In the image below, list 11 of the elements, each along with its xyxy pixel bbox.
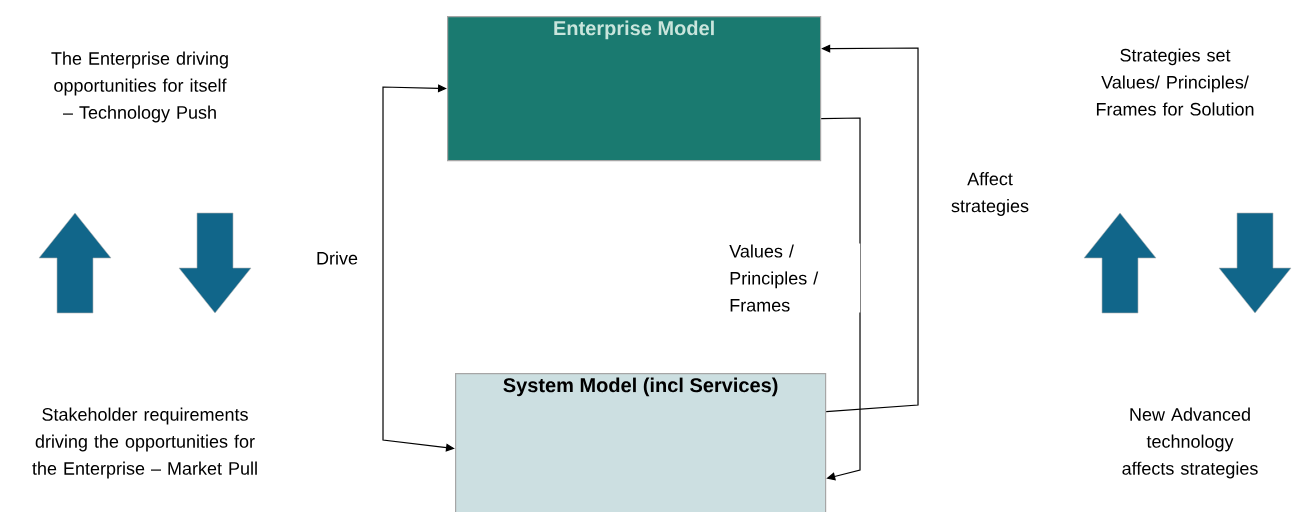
note-text: Stakeholder requirements driving the opportunities for the Enterprise – Market Pull xyxy=(32,407,257,479)
note-text: The Enterprise driving opportunities for itself – Technology Push xyxy=(51,51,228,123)
connector-arrow xyxy=(382,84,455,452)
model-box: Enterprise Model xyxy=(447,16,822,162)
note-text: New Advanced technology affects strategies xyxy=(1122,407,1258,479)
note-text: Strategies set Values/ Principles/ Frames for Solution xyxy=(1096,48,1254,116)
edge-label: Values / Principles / Frames xyxy=(729,244,819,312)
model-box: System Model (incl Services) xyxy=(455,373,827,512)
edge-label: Drive xyxy=(317,251,358,265)
edge-label: Affect strategies xyxy=(951,172,1029,216)
connector-arrow xyxy=(820,117,861,481)
